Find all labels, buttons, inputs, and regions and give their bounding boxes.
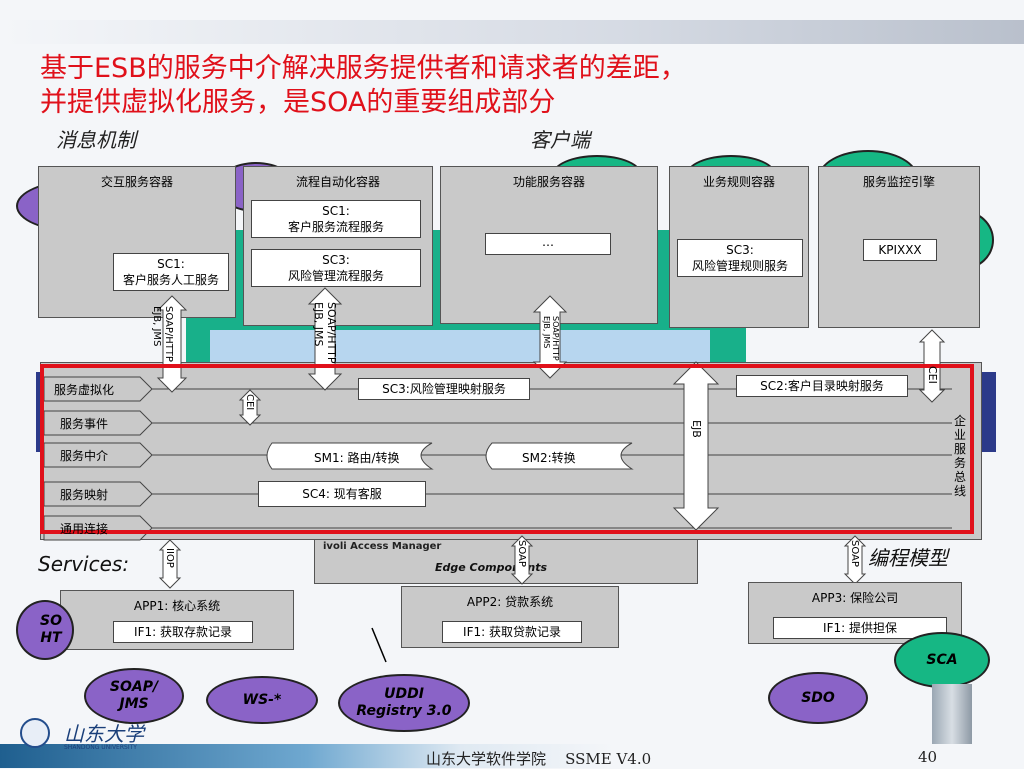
uddi-text: UDDI Registry 3.0 [356,686,452,719]
soap-http-text: SO HT [40,613,62,646]
top-band [0,20,1024,44]
access-manager-label: ivoli Access Manager [323,541,442,552]
tier-mediation: 服务中介 [60,449,109,463]
function-placeholder-item: … [485,233,611,255]
sdo-oval: SDO [768,672,868,724]
interaction-service-container: 交互服务容器 SC1: 客户服务人工服务 [38,166,236,318]
sc1-process-service: SC1: 客户服务流程服务 [251,200,421,238]
logo: 山东大学 SHANDONG UNIVERSITY [14,716,274,756]
container-title: 交互服务容器 [100,175,173,189]
cei-top-label: CEI [926,366,939,384]
sm2-transform: SM2:转换 [522,451,576,465]
sc4-existing-service: SC4: 现有客服 [258,481,426,507]
arrow3-label: SOAP/HTTP EJB, JMS [542,316,560,361]
business-rule-container: 业务规则容器 SC3: 风险管理规则服务 [669,166,809,328]
logo-subtitle: SHANDONG UNIVERSITY [64,744,137,751]
title-line-2: 并提供虚拟化服务，是SOA的重要组成部分 [40,87,556,118]
footer-stripe [0,744,1024,768]
container-title: 服务监控引擎 [862,175,935,189]
logo-emblem-icon [20,718,50,748]
kpi-item: KPIXXX [863,239,937,261]
footer-bar: 山东大学 SHANDONG UNIVERSITY 山东大学软件学院 SSME V… [0,718,1024,768]
uddi-oval: UDDI Registry 3.0 [338,674,470,732]
sc3-mapping-service: SC3:风险管理映射服务 [358,378,530,400]
tier-virtualization: 服务虚拟化 [54,383,115,397]
arrow1-label: SOAP/HTTP EJB, JMS [151,306,174,362]
cei-inner-label: CEI [244,394,255,411]
app2-loan-system: APP2: 贷款系统 IF1: 获取贷款记录 [401,586,619,648]
podium-graphic [932,684,972,744]
prog-model-label: 编程模型 [868,546,948,570]
msg-mechanism-label: 消息机制 [56,128,136,152]
sc3-process-service: SC3: 风险管理流程服务 [251,249,421,287]
title-line-1: 基于ESB的服务中介解决服务提供者和请求者的差距， [40,53,687,84]
app1-interface: IF1: 获取存款记录 [113,621,253,643]
logo-name: 山东大学 [64,722,144,746]
app3-interface: IF1: 提供担保 [773,617,947,639]
soap-jms-oval: SOAP/ JMS [84,668,184,724]
client-label: 客户端 [530,128,590,152]
footer-text: 山东大学软件学院 SSME V4.0 [426,750,652,768]
container-title: 业务规则容器 [702,175,775,189]
soap-jms-text: SOAP/ JMS [109,679,159,712]
sc3-rule-service: SC3: 风险管理规则服务 [677,239,803,277]
service-monitor-engine: 服务监控引擎 KPIXXX [818,166,980,328]
container-title: 流程自动化容器 [295,175,380,189]
sc1-human-service: SC1: 客户服务人工服务 [113,253,229,291]
app-title: APP2: 贷款系统 [466,595,554,609]
ws-oval: WS-* [206,676,318,724]
tier-connectivity: 通用连接 [60,522,109,536]
page-number: 40 [918,748,938,766]
slide-title: 基于ESB的服务中介解决服务提供者和请求者的差距， 并提供虚拟化服务，是SOA的… [40,52,687,120]
app1-core-system: APP1: 核心系统 IF1: 获取存款记录 [60,590,294,650]
sca-oval: SCA [894,632,990,688]
tier-event: 服务事件 [60,417,109,431]
sca-text: SCA [926,651,958,668]
tier-mapping: 服务映射 [60,488,109,502]
sdo-text: SDO [801,689,835,706]
soap1-label: SOAP [516,540,527,567]
esb-side-label: 企业服务总线 [954,414,967,498]
app-title: APP3: 保险公司 [811,591,899,605]
sc2-mapping-service: SC2:客户目录映射服务 [736,375,908,397]
sm1-route-transform: SM1: 路由/转换 [314,451,400,465]
services-label: Services: [38,552,130,576]
container-title: 功能服务容器 [512,175,585,189]
process-automation-container: 流程自动化容器 SC1: 客户服务流程服务 SC3: 风险管理流程服务 [243,166,433,326]
soap2-label: SOAP [849,540,860,567]
app2-interface: IF1: 获取贷款记录 [442,621,582,643]
ws-text: WS-* [242,691,282,708]
ejb-label: EJB [690,420,703,438]
app-title: APP1: 核心系统 [133,599,221,613]
soap-http-oval: SO HT [16,600,74,660]
arrow2-label: SOAP/HTTP EJB, JMS [312,302,338,364]
iiop-label: IIOP [164,548,175,568]
